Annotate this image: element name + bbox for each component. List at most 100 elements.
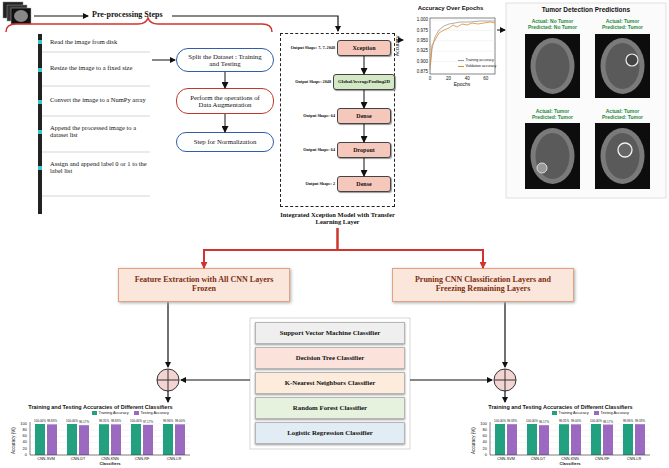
legend-item: Training Accuracy (552, 411, 589, 415)
prediction-caption: Predicted: Tumor (588, 115, 658, 121)
bar (571, 424, 581, 455)
value-label: 98.83% (42, 420, 62, 423)
bar (591, 424, 601, 455)
output-shape: Output Shape: 64 (303, 148, 335, 153)
category-label: CNN-SVM (31, 457, 61, 461)
legend-text: Testing Accuracy (601, 411, 630, 415)
prediction-caption: Predicted: Tumor (588, 25, 658, 31)
strategy-box: Feature Extraction with All CNN Layers F… (118, 268, 290, 302)
bar (79, 425, 89, 455)
layer-box: XceptionOutput Shape: 7, 7, 2048 (337, 40, 391, 56)
bar (495, 424, 505, 455)
flow-arrow (167, 391, 168, 402)
value-label: 98.17% (598, 421, 618, 424)
layer-box: DenseOutput Shape: 64 (337, 108, 391, 124)
connector (225, 72, 226, 88)
group-caption: Integrated Xception Model with Transfer … (280, 211, 395, 225)
connector (364, 158, 365, 176)
step-tick (38, 130, 42, 134)
prediction-caption: Actual: Tumor (588, 19, 658, 25)
bar (99, 424, 109, 455)
brain-shape (601, 128, 645, 184)
output-shape: Output Shape: 2048 (295, 80, 331, 85)
flow-arrow (504, 391, 505, 402)
flow-arrow (167, 302, 168, 367)
flow-arrow (504, 302, 505, 367)
value-label: 99.33% (502, 420, 522, 423)
axis-line (490, 455, 650, 456)
grid-line (430, 40, 495, 41)
step-divider (42, 116, 150, 117)
node-text: Feature Extraction with All CNN Layers F… (127, 276, 281, 294)
tick-label: 20 (441, 76, 457, 81)
category-label: CNN-LR (619, 457, 649, 461)
layer-box: GlobalAveragePooling2DOutput Shape: 2048 (333, 74, 395, 90)
step-tick (38, 166, 42, 170)
axis-title: Accuracy (%) (11, 420, 16, 460)
bar (111, 424, 121, 455)
legend-swatch (552, 411, 557, 415)
brain-shape (606, 43, 640, 89)
legend-item: Training Accuracy (92, 411, 129, 415)
mri-image (595, 34, 650, 98)
brain-shape (536, 43, 570, 89)
category-label: CNN-RF (127, 457, 157, 461)
category-label: CNN-KNN (95, 457, 125, 461)
step-divider (42, 86, 150, 87)
step-bar (38, 34, 42, 214)
legend-swatch (594, 411, 599, 415)
step-divider (42, 152, 150, 153)
tick-label: 1.000 (403, 17, 428, 22)
node-text: Step for Normalization (194, 138, 257, 145)
tick-label: 0.875 (403, 69, 428, 74)
value-label: 99.00% (566, 420, 586, 423)
bar (527, 424, 537, 455)
prediction-panel (506, 3, 666, 198)
axis-title: Accuracy (395, 31, 401, 61)
classifier-box: K-Nearest Neighbors Classifier (255, 372, 405, 394)
classifier-box: Random Forest Classifier (255, 397, 405, 419)
tick-label: 0 (422, 76, 438, 81)
axis-line (490, 422, 491, 455)
axis-line (30, 422, 31, 455)
bar (507, 424, 517, 455)
output-shape: Output Shape: 7, 7, 2048 (291, 46, 335, 51)
legend-text: Training accuracy (466, 58, 494, 62)
connector (204, 228, 338, 268)
brain-shape (531, 128, 575, 184)
legend-swatch (92, 411, 97, 415)
process-oval: Step for Normalization (176, 132, 274, 152)
axis-title: Classifiers (550, 462, 590, 467)
flow-arrow (181, 379, 250, 380)
node-text: Dropout (353, 147, 375, 154)
process-oval: Split the Dataset : Training and Testing (176, 48, 274, 72)
bar (559, 424, 569, 455)
flow-arrow (152, 60, 175, 61)
axis-title: Epochs (442, 82, 482, 88)
training-curve (430, 21, 495, 70)
step-text: Resize the image to a fixed size (50, 64, 150, 71)
bar (131, 424, 141, 455)
bar (35, 424, 45, 455)
mri-image (525, 123, 580, 189)
bar (175, 424, 185, 455)
tick-label: 100 (14, 422, 27, 427)
category-label: CNN-LR (159, 457, 189, 461)
tick-label: 40 (459, 76, 475, 81)
connector (338, 228, 484, 268)
node-text: K-Nearest Neighbors Classifier (285, 379, 375, 386)
layer-box: DenseOutput Shape: 2 (337, 176, 391, 192)
node-text: Xception (353, 45, 376, 52)
classifier-box: Decision Tree Classifier (255, 347, 405, 369)
node-text: GlobalAveragePooling2D (338, 79, 390, 84)
legend-item: Validation accuracy (458, 64, 496, 68)
node-text: Pruning CNN Classification Layers and Fr… (401, 276, 565, 294)
junction-bar (505, 369, 506, 391)
step-tick (38, 100, 42, 104)
legend-text: Training Accuracy (99, 411, 129, 415)
grid-line (430, 51, 495, 52)
step-tick (38, 40, 42, 44)
tick-label: 0.925 (403, 48, 428, 53)
